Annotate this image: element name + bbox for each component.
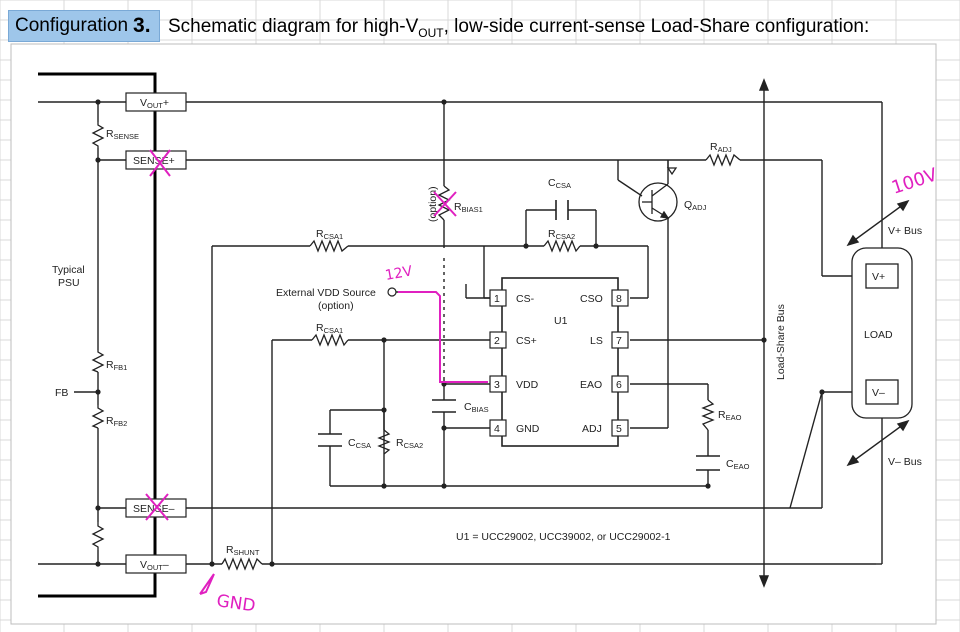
vdd-handwire (398, 291, 488, 383)
vdd-source-label: External VDD Source (276, 287, 376, 299)
svg-text:RADJ: RADJ (710, 141, 732, 154)
handwritten-annotations (145, 149, 488, 595)
svg-text:RCSA2: RCSA2 (548, 228, 575, 241)
svg-text:RCSA2: RCSA2 (396, 437, 423, 450)
qadj-transistor (638, 160, 678, 222)
fb-label: FB (55, 387, 68, 399)
rcsa1-mid-resistor (311, 333, 349, 347)
load-vplus: V+ (872, 271, 885, 283)
vdd-source-terminal (387, 287, 397, 297)
pin-4-name: GND (516, 423, 540, 435)
pin-4-num: 4 (494, 423, 500, 435)
pin-7-num: 7 (616, 335, 622, 347)
svg-text:RCSA1: RCSA1 (316, 228, 343, 241)
rshunt-resistor (221, 557, 263, 571)
pin-2-name: CS+ (516, 335, 537, 347)
svg-text:(option): (option) (427, 186, 439, 222)
component-labels: RSENSE RFB1 RFB2 RSHUNT RCSA1 RCSA1 RCSA… (106, 128, 750, 557)
pin-5-name: ADJ (582, 423, 602, 435)
svg-text:RSHUNT: RSHUNT (226, 544, 260, 557)
sense-plus-cross-b (149, 149, 171, 177)
load-vminus: V– (872, 387, 885, 399)
pin-1-num: 1 (494, 293, 500, 305)
load-share-bus (758, 78, 770, 588)
sense-minus-label: SENSE– (133, 503, 175, 515)
svg-text:CCSA: CCSA (348, 437, 371, 450)
svg-text:QADJ: QADJ (684, 199, 707, 212)
svg-text:RBIAS1: RBIAS1 (454, 201, 483, 214)
reao-resistor (701, 399, 715, 431)
pin-1-name: CS- (516, 293, 535, 305)
sense-minus-cross-b (145, 493, 169, 521)
pin-8-num: 8 (616, 293, 622, 305)
svg-text:RSENSE: RSENSE (106, 128, 139, 141)
svg-text:CEAO: CEAO (726, 458, 750, 471)
pin-6-num: 6 (616, 379, 622, 391)
pin-7-name: LS (590, 335, 603, 347)
resistors (91, 122, 741, 571)
pin-2-num: 2 (494, 335, 500, 347)
vminus-bus-label: V– Bus (888, 456, 922, 468)
rbottom-resistor (91, 522, 105, 550)
annotation-12v: 12V (384, 263, 414, 284)
vout-plus-label: VOUT+ (140, 97, 169, 110)
title-prefix: Schematic diagram for high-V (168, 16, 419, 37)
sense-plus-label: SENSE+ (133, 155, 175, 167)
pin-3-num: 3 (494, 379, 500, 391)
svg-text:RFB2: RFB2 (106, 415, 127, 428)
vplus-bus-label: V+ Bus (888, 225, 922, 237)
gnd-arrow (199, 573, 215, 595)
ic-u1: 1 2 3 4 8 7 6 5 CS- CS+ VDD GND CSO LS E… (489, 277, 629, 447)
bus-arrows (846, 130, 910, 565)
vout-minus-label: VOUT– (140, 559, 169, 572)
title-sub: OUT (418, 25, 444, 40)
load-label: LOAD (864, 329, 893, 341)
title-suffix: , low-side current-sense Load-Share conf… (443, 16, 870, 37)
psu-label-line1: Typical (52, 264, 85, 276)
svg-text:RFB1: RFB1 (106, 359, 127, 372)
ic-part-note: U1 = UCC29002, UCC39002, or UCC29002-1 (456, 531, 671, 543)
rbias-cross-b (433, 191, 457, 217)
configuration-tab: Configuration 3. (8, 10, 160, 42)
rfb2-resistor (91, 405, 105, 429)
rcsa2-top-resistor (543, 239, 581, 253)
capacitors (318, 200, 720, 471)
pin-3-name: VDD (516, 379, 539, 391)
radj-resistor (705, 153, 741, 167)
svg-text:CBIAS: CBIAS (464, 401, 489, 414)
pin-5-num: 5 (616, 423, 622, 435)
rsense-resistor (91, 122, 105, 148)
config-number: 3. (133, 14, 151, 37)
pin-6-name: EAO (580, 379, 602, 391)
config-label: Configuration (15, 15, 129, 36)
pin-8-name: CSO (580, 293, 603, 305)
junction-dots (95, 99, 825, 567)
rcsa1-top-resistor (309, 239, 349, 253)
load-share-bus-label: Load-Share Bus (775, 304, 787, 380)
ic-name: U1 (554, 315, 568, 327)
rfb1-resistor (91, 350, 105, 373)
page-title: Schematic diagram for high-VOUT, low-sid… (168, 16, 869, 40)
psu-label-line2: PSU (58, 277, 80, 289)
svg-text:CCSA: CCSA (548, 177, 571, 190)
vdd-source-option: (option) (318, 300, 354, 312)
svg-text:RCSA1: RCSA1 (316, 322, 343, 335)
psu-outline (38, 72, 157, 598)
load-block (851, 247, 913, 419)
svg-text:REAO: REAO (718, 409, 742, 422)
rcsa2-bot-resistor (377, 429, 391, 455)
